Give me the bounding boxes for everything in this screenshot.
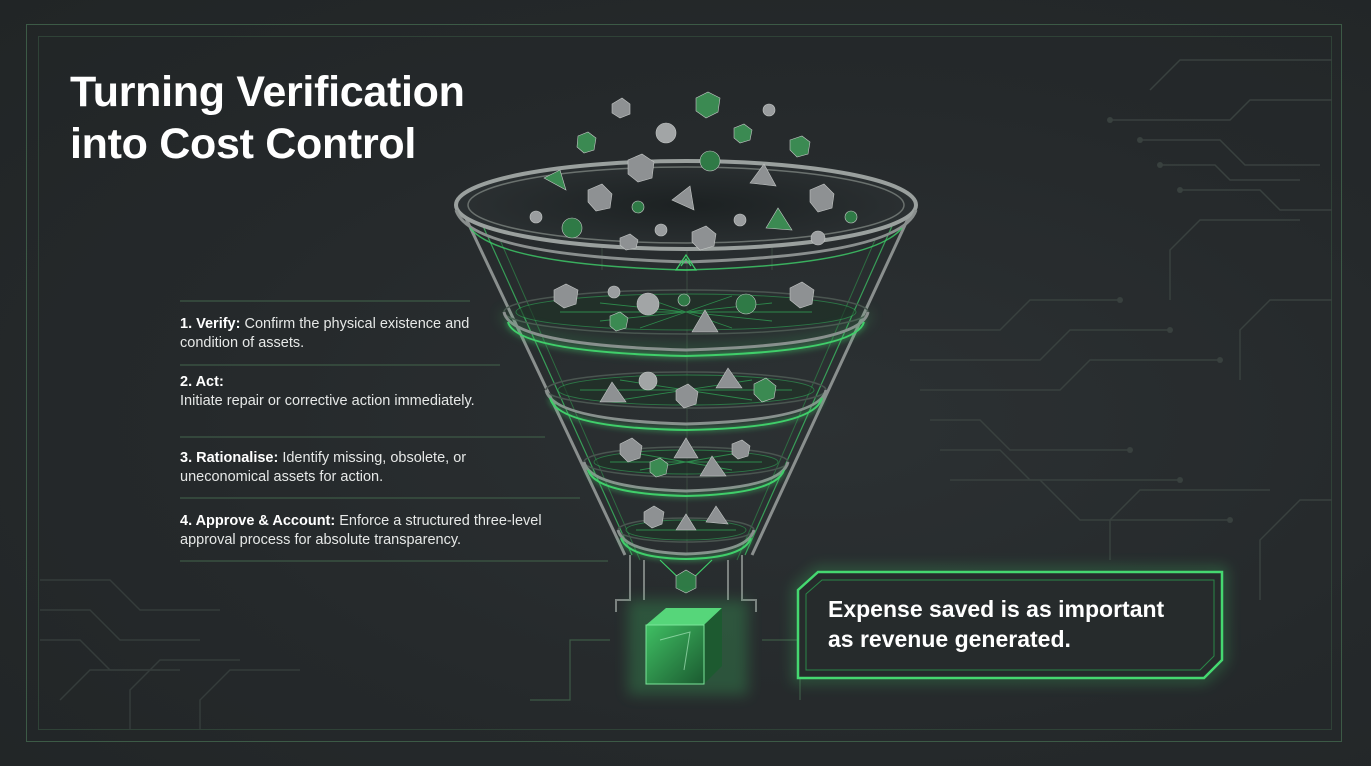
step-label: 4. Approve & Account: xyxy=(180,513,336,529)
circuit-traces-right xyxy=(900,59,1332,600)
funnel-ring-fronts xyxy=(501,311,871,561)
callout-quote: Expense saved is as important as revenue… xyxy=(828,594,1208,654)
step-text: Identify missing, obsolete, or uneconomi… xyxy=(180,450,467,485)
title-line-2: into Cost Control xyxy=(70,120,416,168)
grid-platforms xyxy=(515,293,857,541)
step-text: Confirm the physical existence and condi… xyxy=(180,316,470,351)
outer-frame-border xyxy=(26,24,1342,742)
callout-line-2: as revenue generated. xyxy=(828,626,1071,652)
title-line-1: Turning Verification xyxy=(70,68,465,116)
circuit-traces-left xyxy=(40,579,300,730)
step-approve-account: 4. Approve & Account: Enforce a structur… xyxy=(180,512,550,550)
output-cube xyxy=(628,600,748,695)
step-label: 2. Act: xyxy=(180,374,224,390)
callout-line-1: Expense saved is as important xyxy=(828,596,1165,622)
falling-asset-shapes xyxy=(529,91,858,594)
step-text: Initiate repair or corrective action imm… xyxy=(180,393,475,409)
step-act: 2. Act: Initiate repair or corrective ac… xyxy=(180,373,480,411)
step-verify: 1. Verify: Confirm the physical existenc… xyxy=(180,315,480,353)
slide-title: Turning Verification into Cost Control xyxy=(70,66,590,170)
step-text: Enforce a structured three-level approva… xyxy=(180,513,542,548)
funnel-structure xyxy=(460,200,914,561)
step-leader-lines xyxy=(180,300,608,562)
inner-frame-border xyxy=(38,36,1332,730)
callout-box-frame xyxy=(793,567,1227,683)
step-label: 3. Rationalise: xyxy=(180,450,279,466)
step-label: 1. Verify: xyxy=(180,316,241,332)
circuit-nodes-right xyxy=(1107,117,1233,523)
step-rationalise: 3. Rationalise: Identify missing, obsole… xyxy=(180,449,500,487)
